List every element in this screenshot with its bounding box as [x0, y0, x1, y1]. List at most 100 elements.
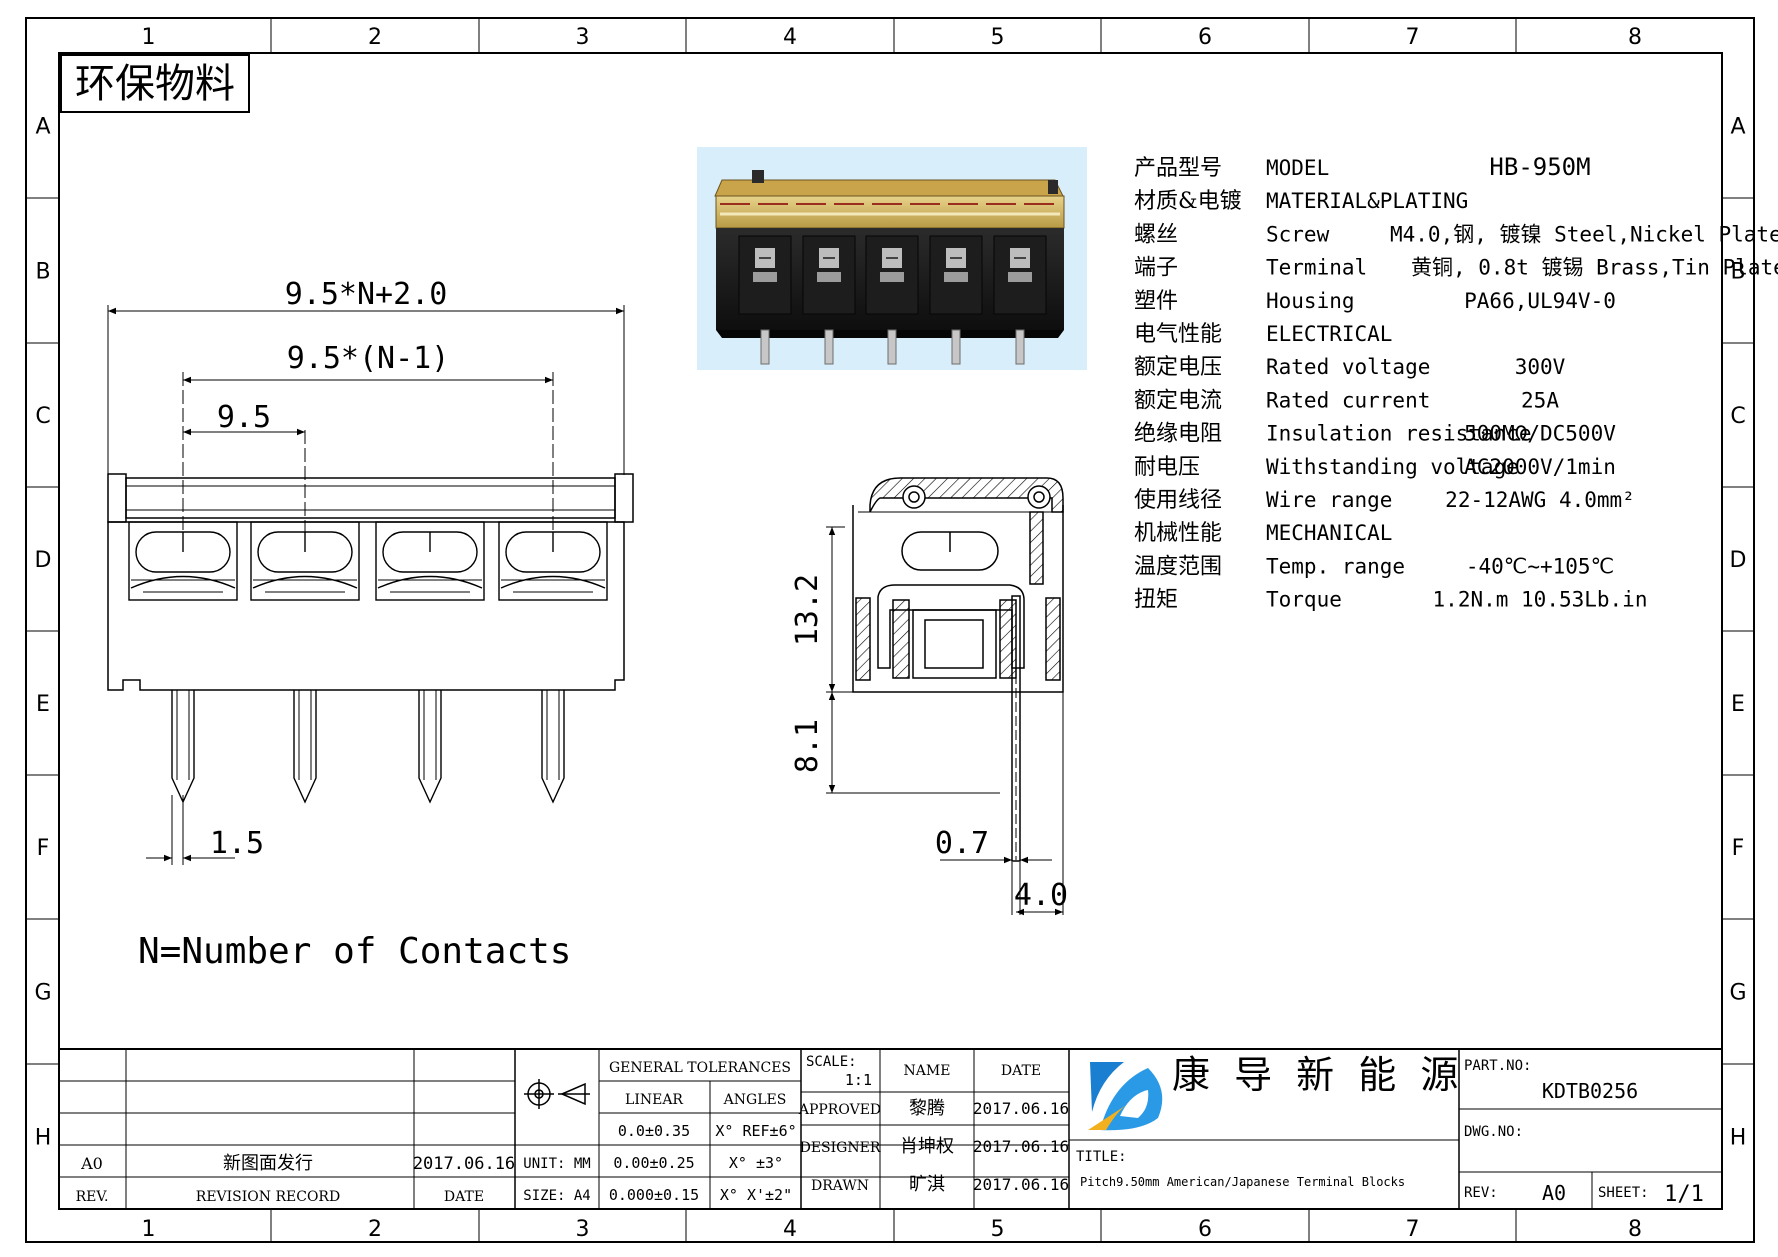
- revision-date: 2017.06.16: [413, 1154, 515, 1174]
- column-label-top: 8: [1628, 25, 1642, 50]
- tolerances-angles-header: ANGLES: [723, 1092, 787, 1108]
- dim-pin-length: 8.1: [790, 719, 825, 773]
- row-label-left: E: [36, 692, 50, 717]
- dim-pitch: 9.5: [217, 400, 271, 435]
- solder-pin: [418, 690, 442, 804]
- terminal-positions: [128, 521, 608, 601]
- dim-overall-width: 9.5*N+2.0: [285, 277, 448, 312]
- tolerance-angle: X° ±3°: [729, 1154, 783, 1172]
- role-label: APPROVED: [798, 1102, 881, 1118]
- spec-label-cn: 额定电流: [1134, 388, 1222, 413]
- spec-label-cn: 电气性能: [1134, 322, 1222, 347]
- column-label-top: 2: [368, 25, 382, 50]
- revision-rev: A0: [80, 1154, 103, 1173]
- column-label-top: 6: [1198, 25, 1212, 50]
- tolerance-angle: X° X'±2": [720, 1186, 792, 1204]
- row-label-left: D: [35, 548, 52, 573]
- spec-value: 500MΩ/DC500V: [1464, 422, 1616, 446]
- front-dimension-labels: 9.5*N+2.0 9.5*(N-1) 9.5 1.5: [210, 277, 449, 861]
- row-label-left: F: [37, 836, 50, 861]
- side-dimension-labels: 13.2 8.1 0.7 4.0: [790, 574, 1068, 913]
- spec-label-cn: 额定电压: [1134, 355, 1222, 380]
- spec-label-en: Terminal: [1266, 256, 1367, 280]
- spec-label-en: Torque: [1266, 588, 1342, 612]
- spec-label-en: Temp. range: [1266, 554, 1405, 578]
- revision-header-rev: REV.: [76, 1189, 109, 1205]
- column-label-bottom: 3: [576, 1217, 590, 1242]
- column-label-top: 3: [576, 25, 590, 50]
- spec-label-cn: 螺丝: [1134, 222, 1178, 247]
- dwg-no-label: DWG.NO:: [1464, 1124, 1523, 1140]
- spec-value: -40℃~+105℃: [1466, 554, 1614, 578]
- row-label-left: C: [35, 404, 50, 429]
- pin-width-dimension: [146, 795, 235, 865]
- column-label-bottom: 2: [368, 1217, 382, 1242]
- role-name: 肖坤权: [900, 1136, 954, 1157]
- photo-terminal: [993, 235, 1047, 365]
- column-label-top: 7: [1406, 25, 1420, 50]
- spec-value: M4.0,钢, 镀镍 Steel,Nickel Plated: [1390, 222, 1778, 246]
- row-label-left: A: [35, 115, 50, 140]
- spec-label-en: Wire range: [1266, 488, 1392, 512]
- terminal-slot: [128, 521, 238, 601]
- sheet-label: SHEET:: [1598, 1185, 1649, 1201]
- solder-pins: [171, 690, 565, 804]
- tolerance-linear: 0.000±0.15: [609, 1186, 699, 1204]
- dim-pin-width: 1.5: [210, 826, 264, 861]
- terminal-slot: [250, 521, 360, 601]
- revision-record: 新图面发行: [223, 1153, 313, 1174]
- row-label-right: D: [1730, 548, 1747, 573]
- spec-label-en: Rated voltage: [1266, 355, 1430, 379]
- column-label-bottom: 7: [1406, 1217, 1420, 1242]
- column-label-bottom: 8: [1628, 1217, 1642, 1242]
- solder-pin: [171, 690, 195, 804]
- revision-header-record: REVISION RECORD: [196, 1189, 340, 1205]
- role-date: 2017.06.16: [973, 1099, 1069, 1118]
- size-label: SIZE: A4: [523, 1188, 590, 1204]
- title-block: [59, 1048, 1722, 1209]
- row-label-left: G: [34, 981, 51, 1006]
- part-no: KDTB0256: [1542, 1079, 1638, 1103]
- tolerance-linear: 0.00±0.25: [613, 1154, 694, 1172]
- column-label-bottom: 4: [783, 1217, 797, 1242]
- spec-value: PA66,UL94V-0: [1464, 289, 1616, 313]
- rev-label: REV:: [1464, 1185, 1498, 1201]
- row-label-left: B: [35, 260, 50, 285]
- eco-material-stamp: 环保物料: [60, 54, 250, 113]
- spec-value: 25A: [1521, 388, 1559, 412]
- row-label-left: H: [35, 1126, 52, 1151]
- role-label: DESIGNER: [800, 1140, 881, 1156]
- terminal-slot: [375, 521, 485, 601]
- spec-label-en: Housing: [1266, 289, 1355, 313]
- dim-offset: 4.0: [1014, 878, 1068, 913]
- column-label-top: 1: [142, 25, 156, 50]
- tolerances-linear-header: LINEAR: [625, 1092, 683, 1108]
- unit-label: UNIT: MM: [523, 1156, 590, 1172]
- role-name: 旷淇: [909, 1174, 945, 1195]
- spec-label-en: Screw: [1266, 222, 1330, 246]
- photo-terminal: [738, 235, 792, 365]
- drawing-title: Pitch9.50mm American/Japanese Terminal B…: [1080, 1175, 1405, 1189]
- spec-row: 螺丝 Screw M4.0,钢, 镀镍 Steel,Nickel Plated: [1134, 222, 1778, 247]
- spec-value: AC2000V/1min: [1464, 455, 1616, 479]
- date-header: DATE: [1001, 1063, 1041, 1079]
- column-label-bottom: 1: [142, 1217, 156, 1242]
- spec-label-en: MODEL: [1266, 156, 1329, 180]
- scale-label: SCALE:: [806, 1054, 857, 1070]
- rev-value: A0: [1542, 1181, 1566, 1205]
- spec-value: 黄铜, 0.8t 镀锡 Brass,Tin Plated: [1411, 256, 1778, 280]
- photo-terminal: [929, 235, 983, 365]
- role-date: 2017.06.16: [973, 1137, 1069, 1156]
- spec-label-en: MATERIAL&PLATING: [1266, 189, 1468, 213]
- row-label-right: H: [1730, 1126, 1747, 1151]
